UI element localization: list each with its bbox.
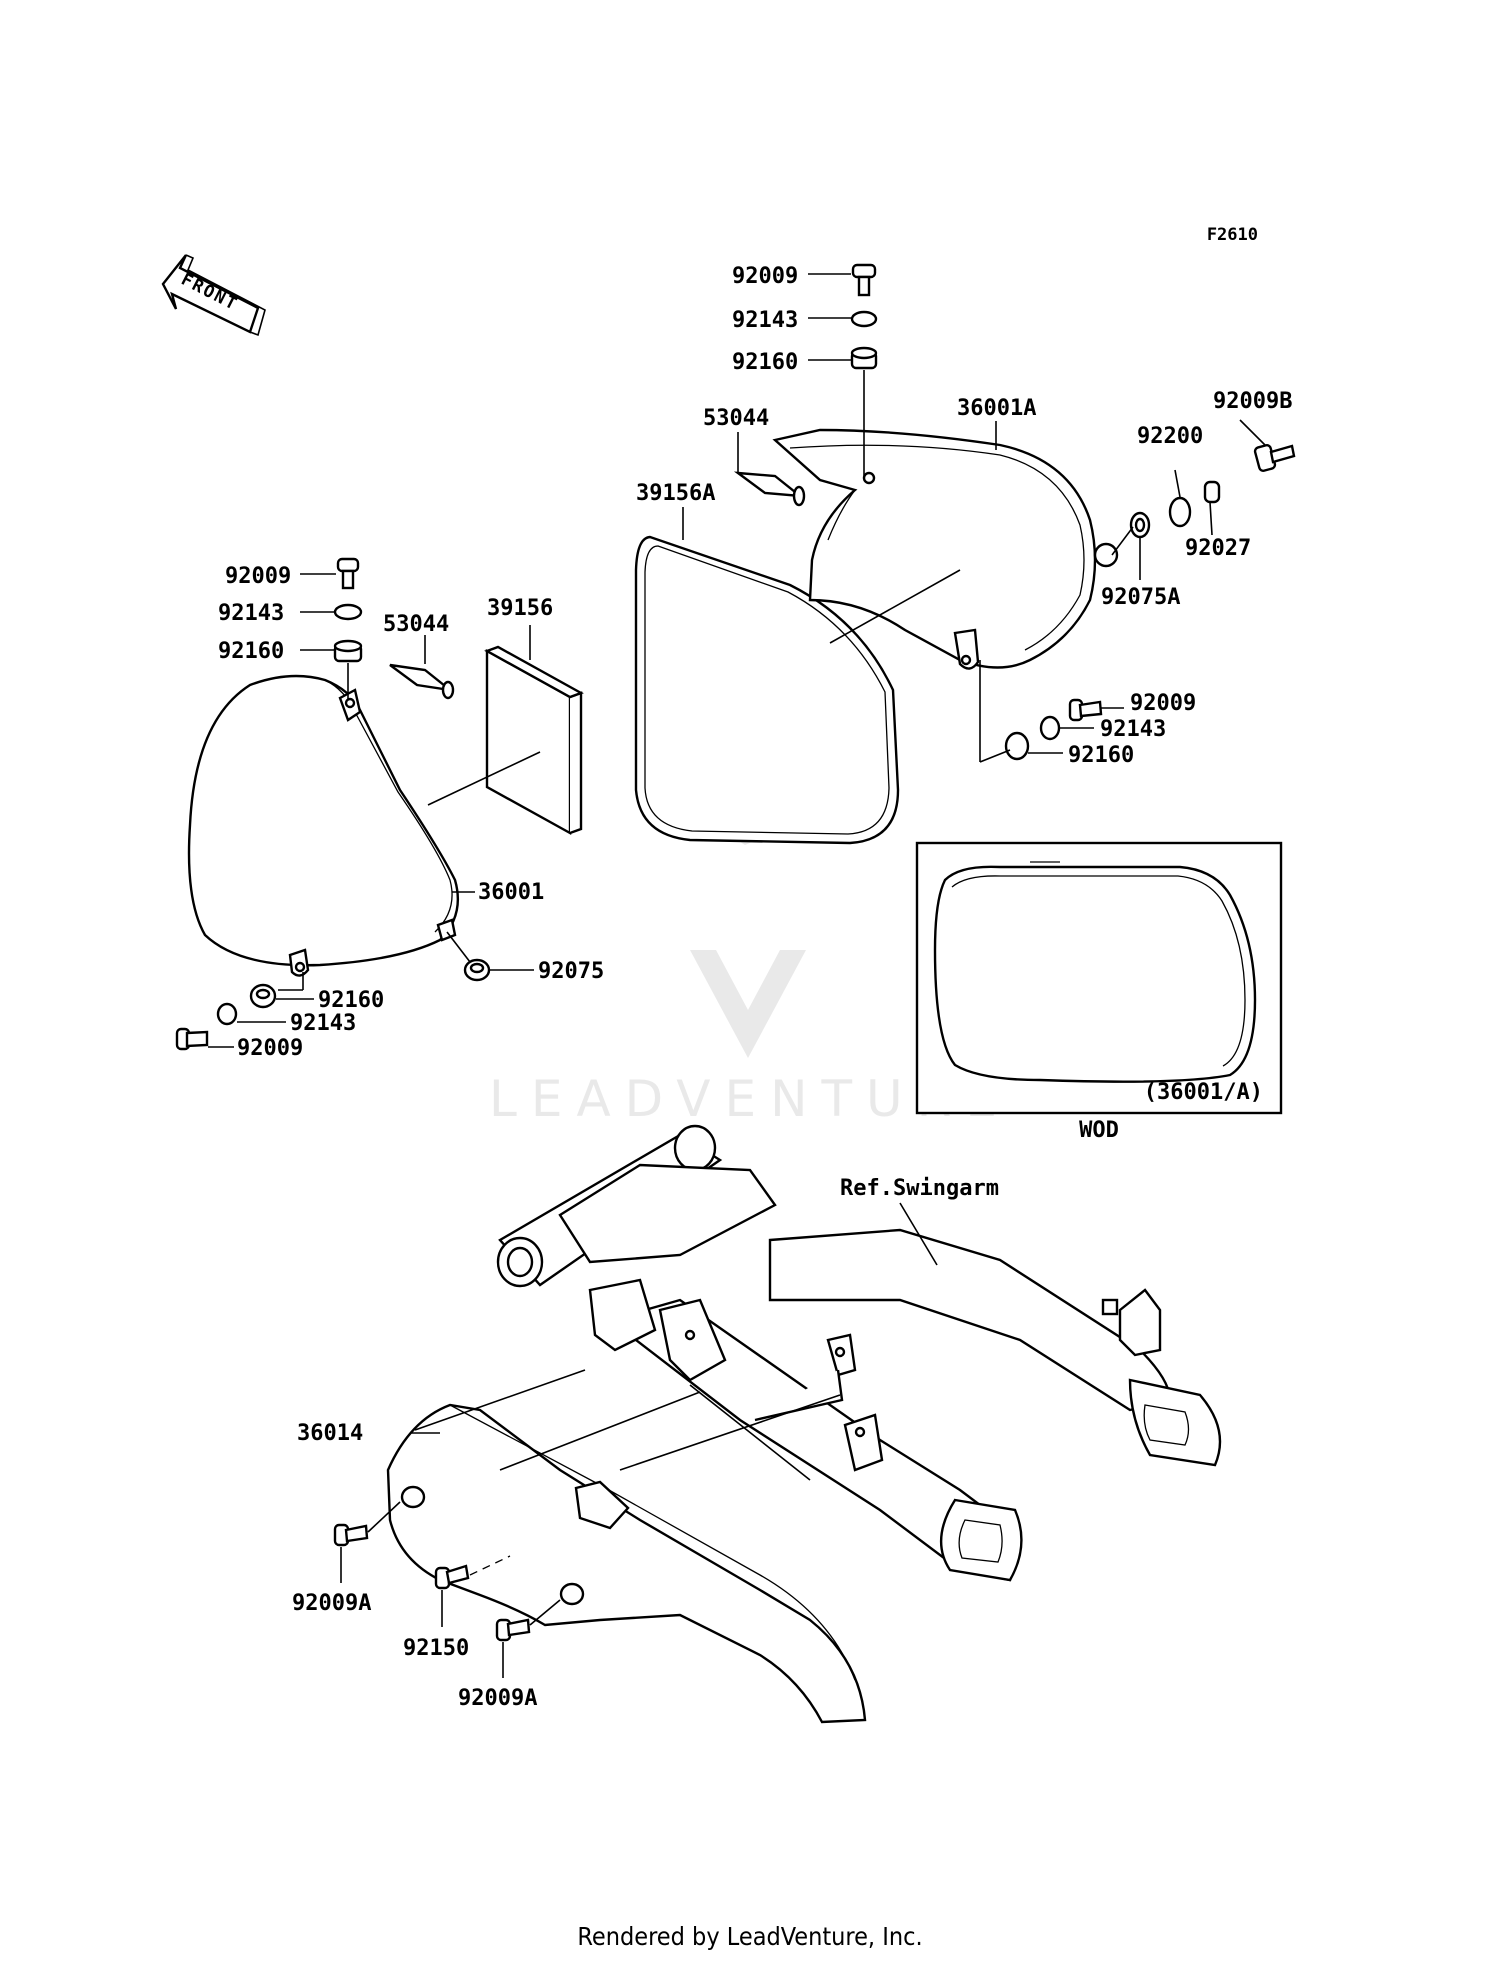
label-92160-left-top: 92160 bbox=[218, 639, 284, 664]
label-39156A: 39156A bbox=[636, 481, 715, 506]
grommet-92075 bbox=[463, 958, 491, 982]
label-92143-right-low: 92143 bbox=[1100, 717, 1166, 742]
label-92143-left-top: 92143 bbox=[218, 601, 284, 626]
footer-credit: Rendered by LeadVenture, Inc. bbox=[577, 1922, 923, 1951]
label-92009-left-top: 92009 bbox=[225, 564, 291, 589]
inset-label: (36001/A) bbox=[1144, 1080, 1263, 1105]
washer-92143-left-low bbox=[216, 1002, 238, 1026]
label-92160-right-low: 92160 bbox=[1068, 743, 1134, 768]
label-36001A: 36001A bbox=[957, 396, 1036, 421]
collar-92027 bbox=[1203, 480, 1221, 504]
label-53044-left: 53044 bbox=[383, 612, 449, 637]
label-92009-left-low: 92009 bbox=[237, 1036, 303, 1061]
bolt-92009-left-top bbox=[336, 557, 360, 590]
washer-92143-right-top bbox=[850, 310, 878, 328]
grommet-92160-left-top bbox=[333, 639, 363, 663]
collar-92200 bbox=[1168, 496, 1192, 528]
label-92075: 92075 bbox=[538, 959, 604, 984]
watermark-text: LEADVENTURE bbox=[489, 1070, 1011, 1128]
inset-box-wod: (36001/A) WOD bbox=[915, 841, 1283, 1143]
strip-53044-left bbox=[389, 663, 455, 692]
washer-92143-left-top bbox=[333, 603, 363, 621]
strip-53044-right bbox=[733, 471, 804, 498]
bolt-92009A-2 bbox=[495, 1618, 531, 1642]
label-92027: 92027 bbox=[1185, 536, 1251, 561]
bolt-92009-left-low bbox=[175, 1027, 209, 1051]
label-92143-right-top: 92143 bbox=[732, 308, 798, 333]
label-92143-left-low: 92143 bbox=[290, 1011, 356, 1036]
grommet-92160-right-low bbox=[1004, 731, 1030, 761]
label-92009A-2: 92009A bbox=[458, 1686, 537, 1711]
bolt-92009B bbox=[1253, 444, 1296, 472]
label-92160-right-top: 92160 bbox=[732, 350, 798, 375]
bolt-92009A-1 bbox=[333, 1523, 369, 1547]
filter-element-39156A bbox=[634, 535, 900, 845]
bolt-92009-right-low bbox=[1068, 698, 1103, 722]
label-39156: 39156 bbox=[487, 596, 553, 621]
grommet-92160-right-top bbox=[850, 346, 878, 370]
label-92150: 92150 bbox=[403, 1636, 469, 1661]
swingarm-reference bbox=[496, 1124, 1222, 1582]
bolt-92150 bbox=[434, 1564, 470, 1590]
label-92009A-1: 92009A bbox=[292, 1591, 371, 1616]
label-92200: 92200 bbox=[1137, 424, 1203, 449]
label-36014: 36014 bbox=[297, 1421, 363, 1446]
label-92009-right-top: 92009 bbox=[732, 264, 798, 289]
label-92075A: 92075A bbox=[1101, 585, 1180, 610]
bolt-92009-right-top bbox=[851, 263, 877, 297]
label-53044-right: 53044 bbox=[703, 406, 769, 431]
label-92009-right-low: 92009 bbox=[1130, 691, 1196, 716]
washer-92143-right-low bbox=[1039, 715, 1061, 741]
label-36001: 36001 bbox=[478, 880, 544, 905]
label-92160-left-low: 92160 bbox=[318, 988, 384, 1013]
label-92009B: 92009B bbox=[1213, 389, 1292, 414]
inset-title: WOD bbox=[1079, 1118, 1119, 1143]
side-cover-36001 bbox=[187, 674, 459, 967]
filter-pad-39156 bbox=[484, 645, 584, 836]
grommet-92075A bbox=[1129, 511, 1151, 539]
grommet-92160-left-low bbox=[249, 983, 277, 1009]
front-arrow: FRONT bbox=[161, 254, 266, 337]
label-ref-swingarm: Ref.Swingarm bbox=[840, 1176, 999, 1201]
figure-code: F2610 bbox=[1207, 225, 1258, 245]
side-cover-36001A bbox=[772, 428, 1097, 669]
